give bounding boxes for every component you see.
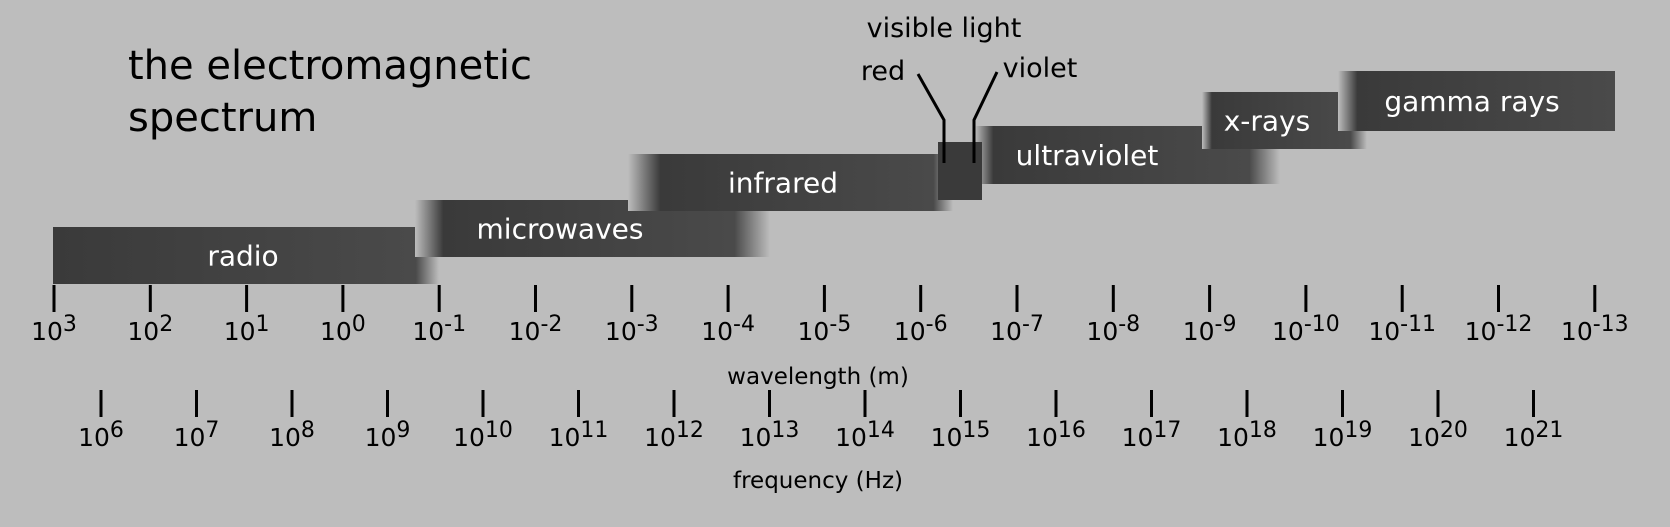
frequency_axis-tick-label: 107	[174, 418, 220, 452]
wavelength_axis-tick-label: 10-7	[990, 312, 1044, 346]
frequency_axis-tick-label: 1018	[1217, 418, 1277, 452]
band-gamma-rays: gamma rays	[1338, 71, 1615, 131]
band-x-rays-label: x-rays	[1224, 105, 1311, 138]
wavelength_axis-tick-label: 10-12	[1465, 312, 1533, 346]
frequency_axis-tick-label: 1020	[1408, 418, 1468, 452]
band-infrared-label: infrared	[728, 167, 838, 200]
red-label: red	[861, 56, 905, 87]
wavelength_axis-tick-label: 10-6	[894, 312, 948, 346]
wavelength_axis-tick-label: 10-1	[412, 312, 466, 346]
frequency-axis: 106 107 108 109 1010 1011 1012 1013 1014 1015 1016…	[78, 390, 1563, 494]
band-gamma-rays-bar	[1338, 71, 1615, 131]
wavelength_axis-tick-label: 10-13	[1561, 312, 1629, 346]
wavelength_axis-tick-label: 10-2	[509, 312, 563, 346]
frequency_axis-tick-label: 1014	[835, 418, 895, 452]
frequency_axis-tick-label: 1016	[1026, 418, 1086, 452]
wavelength_axis-tick-label: 100	[320, 312, 366, 346]
frequency_axis-tick-label: 1011	[549, 418, 609, 452]
band-ultraviolet-label: ultraviolet	[1016, 139, 1159, 172]
band-radio-bar	[53, 227, 439, 284]
wavelength_axis-tick-label: 10-4	[701, 312, 755, 346]
frequency_axis-tick-label: 1015	[931, 418, 991, 452]
violet-pointer-line	[972, 71, 999, 163]
wavelength_axis-tick-label: 101	[224, 312, 270, 346]
title-line-2: spectrum	[128, 95, 318, 141]
diagram-title: the electromagnetic spectrum	[128, 40, 532, 144]
wavelength_axis-tick-label: 10-5	[798, 312, 852, 346]
frequency_axis-tick-label: 1021	[1504, 418, 1564, 452]
wavelength_axis-tick-label: 102	[127, 312, 173, 346]
band-gamma-rays-label: gamma rays	[1384, 85, 1559, 118]
red-pointer-line	[916, 73, 946, 163]
title-line-1: the electromagnetic	[128, 43, 533, 89]
frequency_axis-tick-label: 1017	[1122, 418, 1182, 452]
frequency_axis-tick-label: 1013	[740, 418, 800, 452]
frequency_axis-tick-label: 109	[365, 418, 411, 452]
band-infrared: infrared	[628, 154, 953, 211]
band-radio: radio	[53, 227, 439, 284]
wavelength_axis-tick-label: 10-3	[605, 312, 659, 346]
wavelength_axis-tick-label: 103	[31, 312, 77, 346]
visible-light-group: visible light red violet	[861, 13, 1077, 200]
frequency_axis-tick-label: 1019	[1313, 418, 1373, 452]
band-radio-label: radio	[207, 240, 278, 273]
bands-layer: radio microwaves infrared ultraviolet x-rays…	[53, 71, 1615, 284]
visible-light-label: visible light	[867, 13, 1022, 44]
wavelength_axis-tick-label: 10-11	[1368, 312, 1436, 346]
wavelength_axis-tick-label: 10-10	[1272, 312, 1340, 346]
frequency_axis-title: frequency (Hz)	[733, 468, 903, 494]
wavelength_axis-title: wavelength (m)	[727, 364, 909, 390]
wavelength-axis: 103 102 101 100 10-1 10-2 10-3 10-4 10-5 10-6 10-7…	[31, 285, 1629, 390]
frequency_axis-tick-label: 1012	[644, 418, 704, 452]
frequency_axis-tick-label: 1010	[453, 418, 513, 452]
frequency_axis-tick-label: 106	[78, 418, 124, 452]
band-infrared-bar	[628, 154, 953, 211]
frequency_axis-tick-label: 108	[269, 418, 315, 452]
wavelength_axis-tick-label: 10-8	[1086, 312, 1140, 346]
violet-label: violet	[1003, 53, 1078, 84]
band-microwaves-label: microwaves	[477, 213, 644, 246]
wavelength_axis-tick-label: 10-9	[1183, 312, 1237, 346]
